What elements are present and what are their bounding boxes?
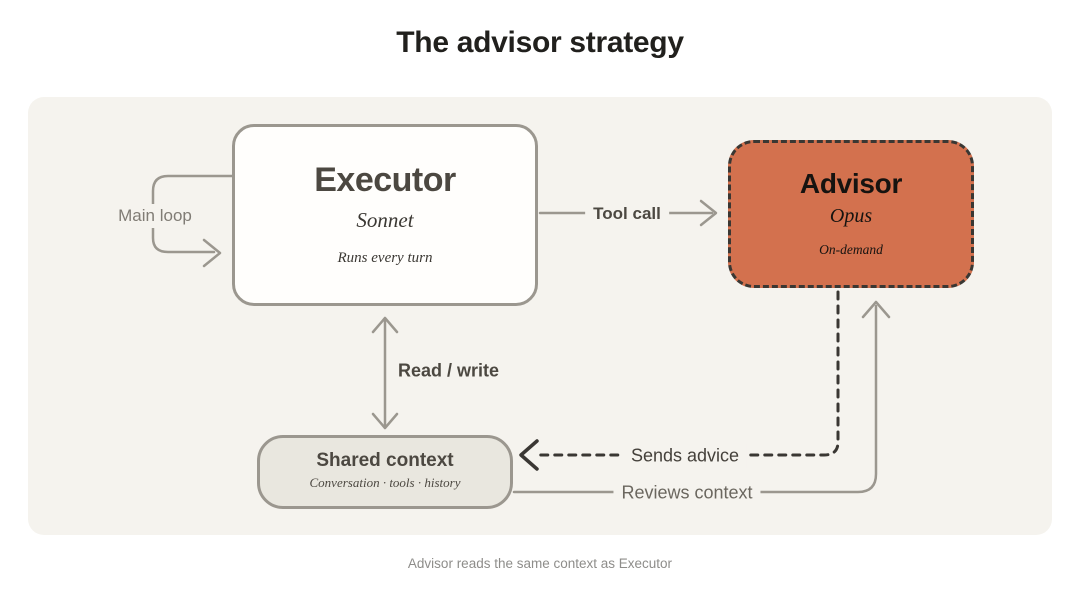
reviews-context-label: Reviews context (613, 480, 761, 506)
executor-title: Executor (314, 161, 456, 199)
advisor-model-label: Opus (829, 205, 873, 227)
shared-context-node: Shared context Conversation · tools · hi… (257, 435, 513, 509)
executor-note: Runs every turn (337, 250, 433, 266)
read-write-label: Read / write (398, 360, 500, 381)
tool-call-label: Tool call (585, 202, 669, 226)
advisor-node: Advisor Opus On-demand (728, 140, 974, 288)
shared-context-note: Conversation · tools · history (309, 475, 461, 490)
advisor-note: On-demand (819, 242, 883, 257)
advisor-title: Advisor (799, 168, 903, 199)
diagram-caption: Advisor reads the same context as Execut… (407, 556, 673, 571)
diagram-title: The advisor strategy (396, 26, 684, 59)
executor-model-label: Sonnet (356, 208, 414, 232)
sends-advice-label: Sends advice (622, 443, 748, 469)
shared-context-title: Shared context (316, 450, 454, 471)
executor-node: Executor Sonnet Runs every turn (232, 124, 538, 306)
main-loop-label: Main loop (110, 204, 200, 228)
